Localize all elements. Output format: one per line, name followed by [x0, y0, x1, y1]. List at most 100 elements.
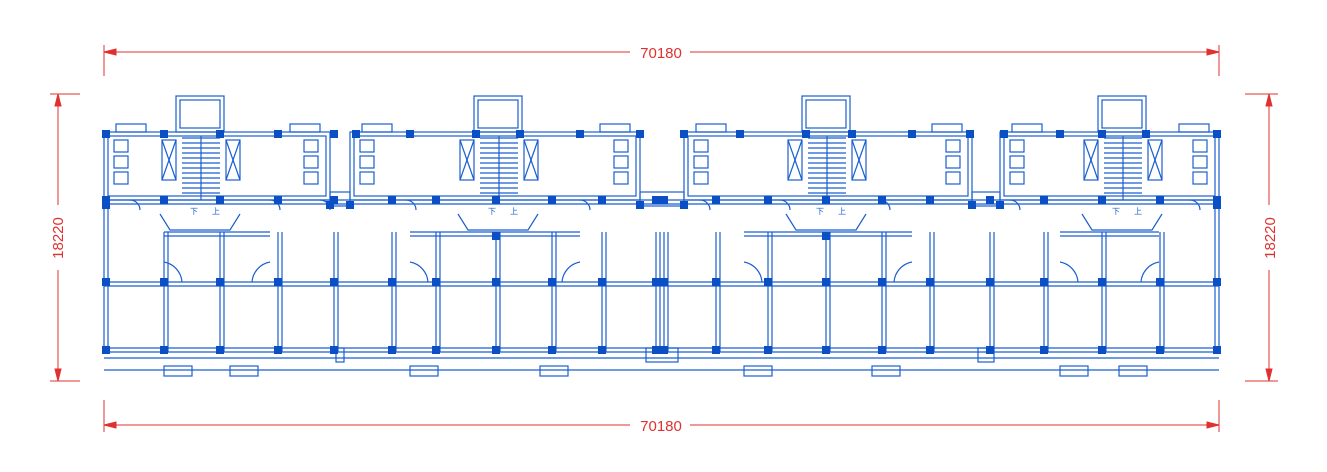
column: [1213, 201, 1221, 209]
dimension-annotations: [50, 45, 1278, 432]
stair-tower: [473, 95, 523, 133]
fixture: [359, 139, 375, 153]
fixture: [303, 155, 319, 169]
stair-tower-inner: [1101, 99, 1143, 129]
shaft-hatch: [851, 139, 867, 181]
column: [652, 278, 660, 286]
shaft-hatch: [161, 139, 177, 181]
balcony: [931, 123, 963, 133]
stair-direction-label: 下: [1112, 207, 1120, 216]
column: [492, 232, 500, 240]
door-swing: [743, 261, 763, 283]
top-dimension-label: 70180: [640, 45, 682, 62]
column: [1098, 196, 1106, 204]
bay-window: [871, 365, 901, 377]
column: [680, 201, 688, 209]
column: [712, 346, 720, 354]
column: [102, 346, 110, 354]
stair-landing: [457, 213, 539, 231]
stair-tower: [1097, 95, 1147, 133]
column: [160, 130, 168, 138]
column: [274, 196, 282, 204]
balcony: [361, 123, 393, 133]
bay-window: [743, 365, 773, 377]
balcony: [289, 123, 321, 133]
column: [966, 130, 974, 138]
column: [822, 278, 830, 286]
door-swing: [699, 199, 711, 211]
stair-direction-label: 上: [510, 207, 518, 216]
column: [388, 196, 396, 204]
door-swing: [1189, 199, 1201, 211]
fixture: [359, 155, 375, 169]
fixture: [1009, 155, 1025, 169]
fixture: [613, 139, 629, 153]
shaft: [459, 139, 475, 181]
fixture: [359, 171, 375, 185]
fixture: [303, 139, 319, 153]
column: [274, 130, 282, 138]
column: [160, 346, 168, 354]
column: [652, 196, 660, 204]
structural-columns: [102, 130, 1221, 354]
balcony: [695, 123, 727, 133]
shaft-hatch: [523, 139, 539, 181]
unit-north-inner: [1003, 135, 1216, 197]
column: [878, 278, 886, 286]
unit-north-block: [683, 131, 973, 201]
column: [102, 278, 110, 286]
column: [1000, 130, 1008, 138]
column: [1056, 130, 1064, 138]
column: [432, 196, 440, 204]
stair-tower: [801, 95, 851, 133]
column: [406, 130, 414, 138]
fixture: [1009, 139, 1025, 153]
stair-tower-inner: [805, 99, 847, 129]
column: [636, 201, 644, 209]
balcony: [599, 123, 631, 133]
column: [986, 196, 994, 204]
column: [1098, 278, 1106, 286]
fixture: [945, 139, 961, 153]
column: [1142, 130, 1150, 138]
stair-landing: [159, 213, 241, 231]
fixture: [1192, 171, 1208, 185]
column: [660, 346, 668, 354]
column: [326, 201, 334, 209]
door-swing: [251, 261, 271, 283]
bay-window: [409, 365, 439, 377]
bottom-dimension: [103, 400, 1220, 432]
bay-window: [1118, 365, 1148, 377]
column: [432, 278, 440, 286]
bay-window: [539, 365, 569, 377]
shaft-hatch: [225, 139, 241, 181]
column: [102, 196, 110, 204]
column: [926, 196, 934, 204]
column: [926, 346, 934, 354]
column: [736, 130, 744, 138]
fixture: [945, 155, 961, 169]
stair-direction-label: 下: [190, 207, 198, 216]
door-swing: [129, 199, 141, 211]
top-dimension: [103, 45, 1220, 76]
door-swing: [893, 261, 913, 283]
stair-tower: [175, 95, 225, 133]
column: [1040, 346, 1048, 354]
fixture: [693, 171, 709, 185]
column: [160, 278, 168, 286]
right-dimension: [1245, 93, 1278, 382]
stair-direction-label: 上: [1134, 207, 1142, 216]
shaft: [1083, 139, 1099, 181]
column: [472, 130, 480, 138]
balcony: [115, 123, 147, 133]
unit-north-inner: [687, 135, 969, 197]
column: [764, 196, 772, 204]
column: [492, 196, 500, 204]
column: [1213, 346, 1221, 354]
balcony: [1011, 123, 1043, 133]
unit-north-block: [103, 131, 331, 201]
shaft: [523, 139, 539, 181]
column: [926, 278, 934, 286]
column: [598, 196, 606, 204]
shaft-hatch: [459, 139, 475, 181]
